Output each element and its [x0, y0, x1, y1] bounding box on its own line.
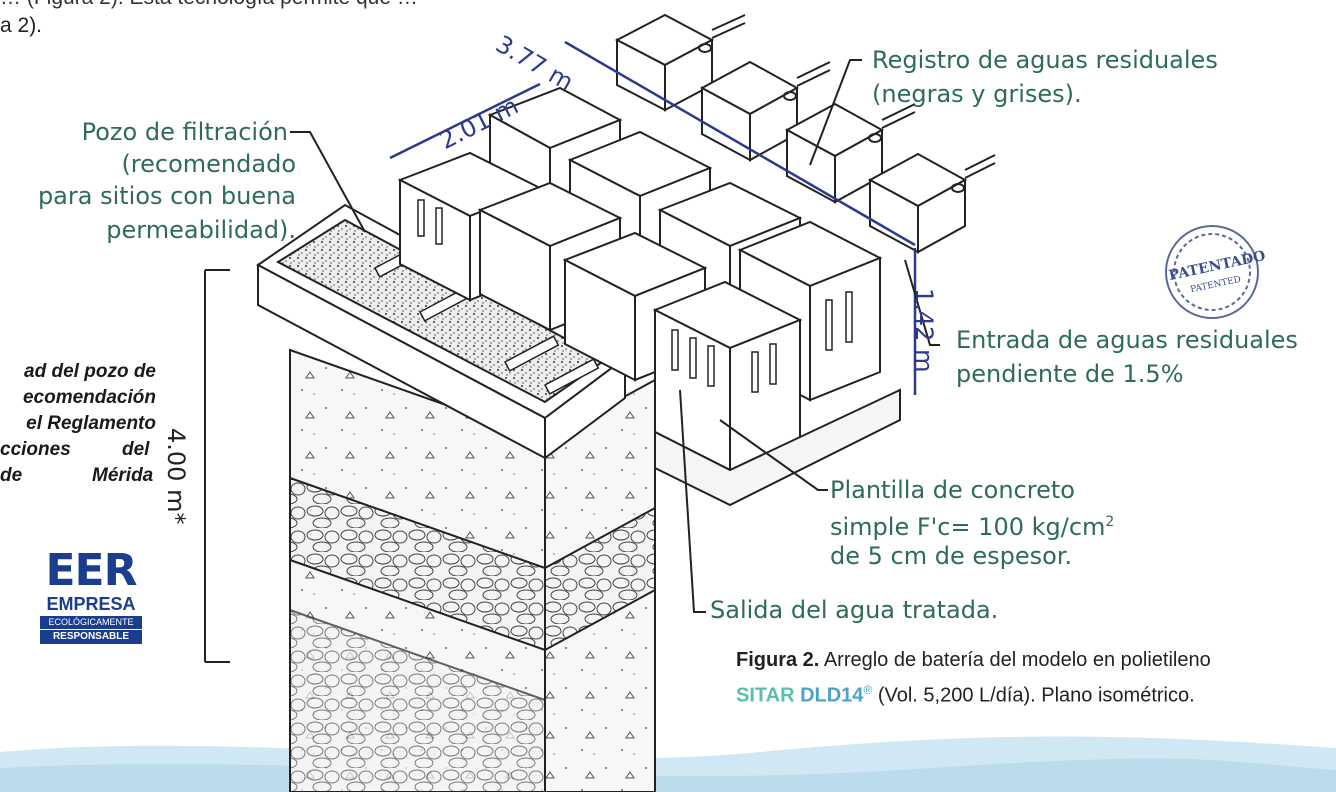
label-plantilla-2-text: simple F'c= 100 kg/cm — [830, 513, 1106, 541]
patent-stamp — [1165, 225, 1259, 319]
eer-logo-line2: ECOLÓGICAMENTE — [40, 616, 142, 629]
label-registro-2: (negras y grises). — [872, 80, 1082, 108]
caption-text2: (Vol. 5,200 L/día). Plano isométrico. — [872, 684, 1195, 707]
registered-mark: ® — [863, 683, 873, 697]
label-pozo-3: para sitios con buena — [37, 182, 296, 210]
brand-sitar: SITAR — [736, 684, 795, 707]
side-note-line4b: del — [122, 439, 150, 460]
eer-logo-line3: RESPONSABLE — [40, 630, 142, 644]
eer-logo: EER EMPRESA ECOLÓGICAMENTE RESPONSABLE — [36, 548, 146, 660]
label-entrada-1: Entrada de aguas residuales — [956, 326, 1298, 354]
label-pozo-1: Pozo de filtración — [81, 118, 288, 146]
label-pozo-2: (recomendado — [121, 150, 296, 178]
label-pozo-4: permeabilidad). — [106, 216, 296, 244]
brand-dld14: DLD14 — [800, 684, 864, 707]
figure-number: Figura 2. — [736, 649, 820, 671]
label-salida: Salida del agua tratada. — [710, 596, 999, 624]
label-entrada-2: pendiente de 1.5% — [956, 360, 1184, 388]
label-plantilla-3: de 5 cm de espesor. — [830, 542, 1073, 570]
side-note-line5a: de — [0, 465, 23, 486]
side-note-line4a: cciones — [0, 439, 71, 460]
intro-text-line2: a 2). — [0, 14, 43, 37]
figure-caption-line2: SITAR DLD14® (Vol. 5,200 L/día). Plano i… — [736, 676, 1195, 711]
dimension-lines — [389, 40, 917, 395]
figure-caption-line1: Figura 2. Arreglo de batería del modelo … — [736, 646, 1211, 675]
caption-text1: Arreglo de batería del modelo en polieti… — [819, 649, 1211, 671]
registro-boxes — [614, 13, 968, 254]
label-registro-1: Registro de aguas residuales — [872, 46, 1218, 74]
side-note-line2: ecomendación — [22, 387, 156, 408]
eer-logo-letters: EER — [45, 545, 138, 596]
dimension-1-42: 1.42 m — [910, 288, 938, 373]
label-plantilla-2: simple F'c= 100 kg/cm2 — [830, 508, 1114, 542]
eer-logo-word: EMPRESA — [46, 594, 136, 614]
side-note-line1: ad del pozo de — [24, 361, 156, 382]
side-note-line3: el Reglamento — [26, 413, 156, 434]
dimension-4-00: 4.00 m* — [162, 428, 190, 525]
intro-text-line1: … (Figura 2). Esta tecnología permite qu… — [0, 0, 418, 10]
filtration-well — [256, 203, 656, 792]
side-note-line5b: Mérida — [92, 465, 154, 486]
label-plantilla-1: Plantilla de concreto — [830, 476, 1075, 504]
label-plantilla-sup: 2 — [1105, 514, 1115, 530]
